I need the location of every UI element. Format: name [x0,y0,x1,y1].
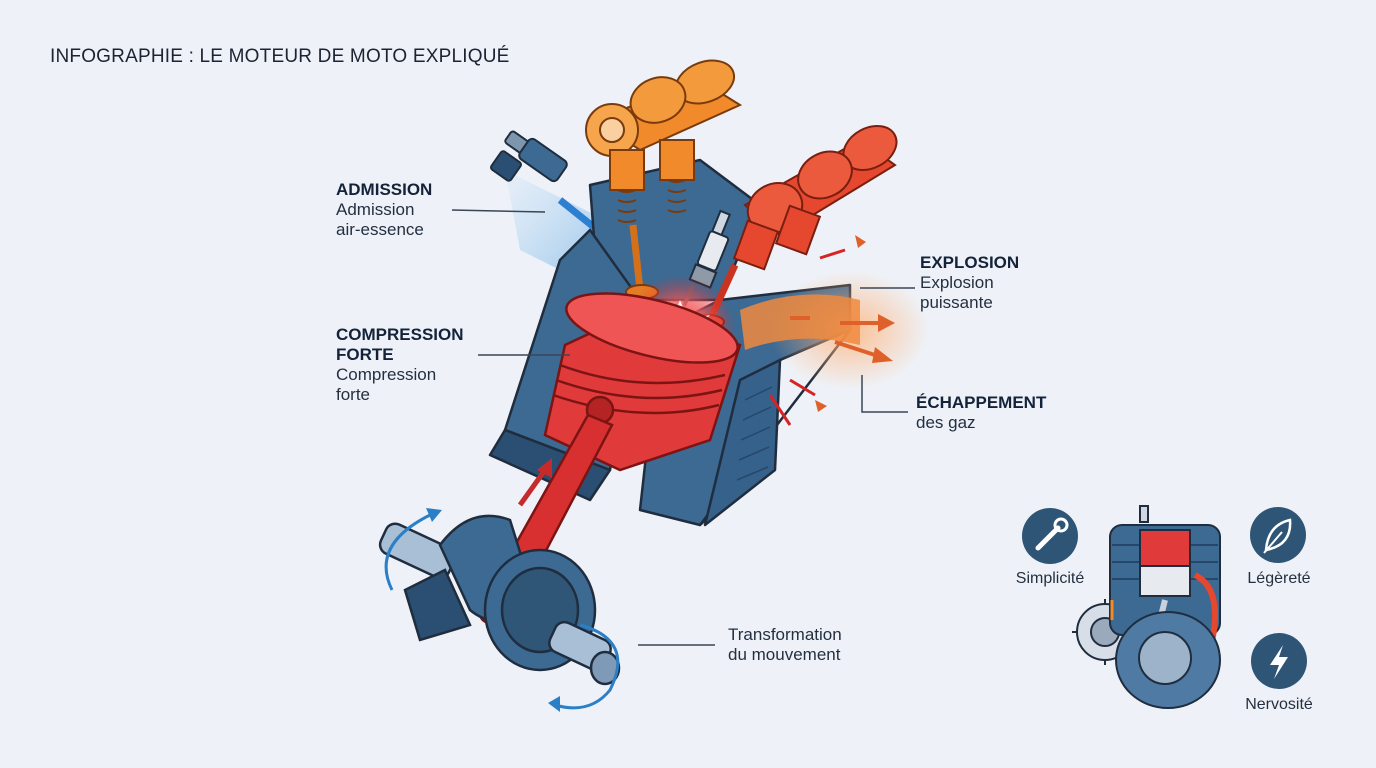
feature-legerete: Légèreté [1247,570,1311,587]
compression-label: COMPRESSION FORTE Compression forte [336,325,464,405]
compression-heading2: FORTE [336,345,394,364]
compression-heading1: COMPRESSION [336,325,464,344]
spark-plug [682,209,732,307]
compression-line1: Compression [336,365,437,384]
rotation-arrows [384,508,620,712]
page-title: INFOGRAPHIE : LE MOTEUR DE MOTO EXPLIQUÉ [50,46,510,67]
lightning-icon [1251,633,1307,689]
explosion-line2: puissante [920,293,993,312]
feather-icon [1250,507,1306,563]
piston-motion-arrow [517,458,552,507]
leader-lines [451,209,915,646]
admission-line1: Admission [336,200,415,219]
mini-engine-illustration [1072,505,1221,709]
transformation-label: Transformation du mouvement [728,625,842,665]
transformation-line2: du mouvement [728,645,841,664]
admission-label: ADMISSION Admission air-essence [336,180,432,240]
echappement-heading: ÉCHAPPEMENT [916,393,1047,412]
fuel-injector [490,130,568,183]
explosion-heading: EXPLOSION [920,253,1020,272]
wrench-icon [1022,508,1078,564]
explosion-label: EXPLOSION Explosion puissante [920,253,1019,313]
intake-camshaft [585,59,743,300]
compression-line2: forte [336,385,371,404]
admission-line2: air-essence [336,220,424,239]
transformation-line1: Transformation [728,625,842,644]
exhaust-flow [740,270,930,390]
echappement-label: ÉCHAPPEMENT des gaz [916,393,1046,433]
echappement-line1: des gaz [916,413,976,432]
feature-simplicite: Simplicité [1015,570,1085,587]
crankshaft [378,514,621,686]
feature-nervosite: Nervosité [1245,696,1313,713]
admission-heading: ADMISSION [336,180,433,199]
explosion-line1: Explosion [920,273,994,292]
